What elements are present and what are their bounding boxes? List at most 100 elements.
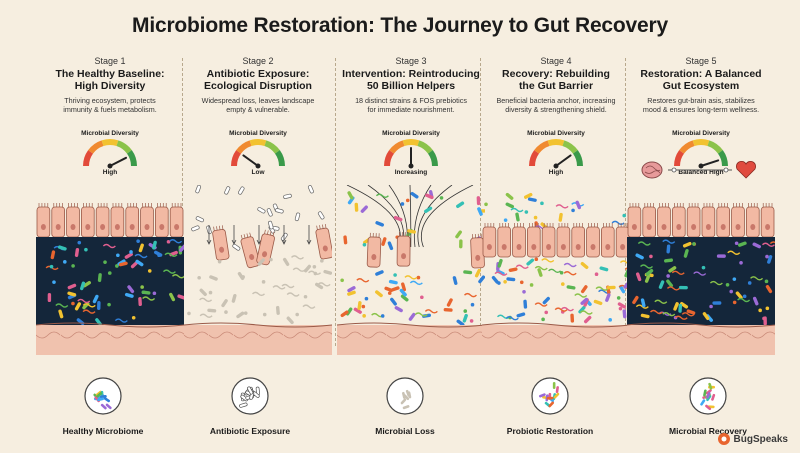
bacterium bbox=[400, 294, 409, 302]
bacterium bbox=[107, 271, 112, 275]
bacterium bbox=[292, 267, 306, 272]
antibiotic-pill bbox=[283, 193, 292, 199]
bacterium bbox=[408, 312, 416, 321]
bacterium bbox=[414, 312, 428, 317]
bacterium bbox=[354, 202, 359, 212]
bacterium bbox=[291, 255, 304, 260]
bacterium bbox=[611, 220, 625, 226]
bottom-label: Healthy Microbiome bbox=[62, 426, 144, 436]
epithelial-cell bbox=[110, 203, 125, 238]
gauge-value: Increasing bbox=[394, 169, 428, 176]
bacterium bbox=[575, 200, 581, 210]
bacterium bbox=[286, 316, 294, 325]
bacterium bbox=[716, 254, 726, 258]
stage-4: Stage 4 Recovery: Rebuilding the Gut Bar… bbox=[481, 50, 638, 357]
bacterium bbox=[666, 274, 670, 278]
epithelial-cell bbox=[212, 225, 230, 261]
bacterium bbox=[169, 239, 183, 244]
bacterium bbox=[131, 315, 136, 320]
epithelial-cell bbox=[760, 203, 775, 238]
bacterium bbox=[82, 280, 91, 288]
bacterium bbox=[82, 309, 96, 314]
bacterium bbox=[343, 235, 348, 245]
antibiotic-pill bbox=[257, 207, 266, 214]
bacterium bbox=[678, 303, 683, 313]
bacterium bbox=[410, 191, 419, 199]
bacterium bbox=[388, 279, 398, 285]
bacterium bbox=[618, 306, 623, 311]
bacterium bbox=[224, 310, 228, 314]
bacterium bbox=[510, 207, 524, 213]
antibiotic-pill bbox=[191, 225, 200, 232]
bacterium bbox=[393, 273, 397, 277]
bacterium bbox=[599, 266, 609, 272]
bacterium bbox=[375, 221, 384, 227]
bacterium bbox=[542, 296, 550, 305]
stage-2: Stage 2 Antibiotic Exposure: Ecological … bbox=[183, 50, 334, 357]
bacterium bbox=[515, 212, 520, 222]
bacterium bbox=[673, 302, 679, 311]
bacterium bbox=[197, 275, 201, 280]
bacterium bbox=[578, 305, 586, 314]
bacterium bbox=[320, 259, 324, 263]
bacterium bbox=[136, 239, 140, 243]
diversity-gauge: Microbial Diversity Increasing bbox=[381, 130, 441, 180]
bacterium bbox=[134, 253, 148, 259]
bacterium bbox=[443, 308, 453, 312]
bacterium bbox=[683, 248, 689, 258]
bacterium bbox=[231, 294, 237, 303]
brand-name: BugSpeaks bbox=[733, 433, 788, 445]
gauge-value: Low bbox=[251, 169, 265, 176]
bacterium bbox=[559, 270, 564, 275]
bacterium bbox=[57, 245, 67, 251]
epithelial-cell bbox=[571, 223, 586, 258]
bacterium bbox=[729, 289, 734, 294]
bacterium bbox=[701, 265, 706, 270]
bacterium bbox=[360, 205, 368, 213]
bacterium bbox=[645, 269, 654, 276]
bacterium bbox=[241, 275, 245, 279]
bacterium bbox=[257, 258, 265, 266]
gauge-label: Microbial Diversity bbox=[382, 130, 440, 137]
bacterium bbox=[375, 193, 389, 198]
petri-dish-icon bbox=[385, 376, 425, 416]
epithelial-cell bbox=[731, 203, 745, 238]
antibiotic-pill bbox=[195, 216, 204, 223]
bacterium bbox=[524, 192, 533, 199]
bottom-label: Microbial Loss bbox=[375, 426, 435, 436]
bacterium bbox=[459, 239, 463, 249]
bacterium bbox=[115, 264, 119, 268]
bacterium bbox=[317, 282, 331, 287]
bacterium bbox=[522, 289, 526, 294]
bacterium bbox=[505, 202, 515, 209]
bacterium bbox=[622, 213, 627, 218]
epithelial-cell bbox=[366, 232, 382, 268]
bacterium bbox=[375, 270, 384, 276]
bacterium bbox=[709, 304, 713, 309]
bacterium bbox=[491, 276, 499, 284]
bacterium bbox=[162, 269, 176, 274]
bacterium bbox=[640, 264, 654, 269]
bacterium bbox=[644, 274, 651, 283]
epithelial-cell bbox=[541, 223, 556, 258]
bacterium bbox=[67, 283, 77, 290]
bacterium bbox=[138, 297, 142, 307]
stage-number: Stage 4 bbox=[540, 56, 572, 66]
bacterium bbox=[664, 258, 674, 263]
bacterium bbox=[118, 261, 128, 267]
bacterium bbox=[752, 296, 759, 306]
bacterium bbox=[476, 196, 481, 206]
bacterium bbox=[80, 281, 86, 291]
bacterium bbox=[686, 309, 696, 315]
epithelial-cell bbox=[701, 203, 716, 238]
bacterium bbox=[463, 270, 473, 275]
bacterium bbox=[484, 202, 488, 207]
gauge-value: Balanced High bbox=[678, 169, 724, 176]
bacterium bbox=[544, 310, 549, 315]
bacterium bbox=[635, 272, 642, 282]
bacterium bbox=[390, 297, 397, 306]
gauge-label: Microbial Diversity bbox=[229, 130, 287, 137]
antibiotic-pill bbox=[224, 186, 231, 195]
bacterium bbox=[765, 254, 769, 259]
bacterium bbox=[526, 258, 535, 266]
